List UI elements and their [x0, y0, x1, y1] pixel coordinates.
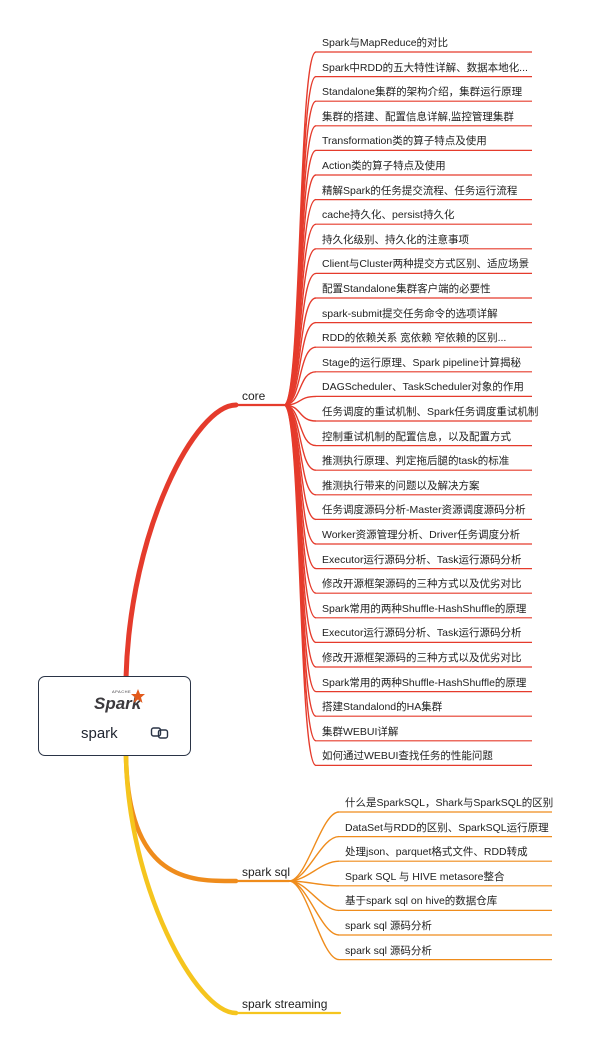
leaf-node[interactable]: 处理json、parquet格式文件、RDD转成: [345, 846, 528, 859]
leaf-node[interactable]: 集群的搭建、配置信息详解,监控管理集群: [322, 110, 514, 123]
leaf-node[interactable]: 什么是SparkSQL，Shark与SparkSQL的区别: [345, 797, 554, 809]
leaf-node[interactable]: Stage的运行原理、Spark pipeline计算揭秘: [322, 356, 521, 369]
leaf-node[interactable]: spark sql 源码分析: [345, 920, 432, 932]
root-node-card[interactable]: APACHE Spark spark: [38, 676, 191, 756]
leaf-connector: [283, 404, 317, 767]
leaf-node[interactable]: DAGScheduler、TaskScheduler对象的作用: [322, 381, 524, 394]
spark-logo: APACHE Spark: [90, 685, 150, 715]
leaf-connector: [283, 272, 317, 406]
branch-label-2[interactable]: spark streaming: [242, 997, 328, 1011]
spark-logo-text: Spark: [94, 694, 143, 713]
leaf-node[interactable]: cache持久化、persist持久化: [322, 209, 455, 222]
leaf-node[interactable]: Spark常用的两种Shuffle-HashShuffle的原理: [322, 602, 527, 615]
leaf-connector: [283, 321, 317, 406]
leaf-node[interactable]: Transformation类的算子特点及使用: [322, 135, 487, 148]
leaf-node[interactable]: 修改开源框架源码的三种方式以及优劣对比: [322, 578, 522, 591]
leaf-node[interactable]: RDD的依赖关系 宽依赖 窄依赖的区别...: [322, 332, 507, 345]
leaf-node[interactable]: Action类的算子特点及使用: [322, 160, 446, 172]
spark-star-logo: [131, 689, 145, 703]
leaf-node[interactable]: 控制重试机制的配置信息，以及配置方式: [322, 430, 511, 443]
leaf-node[interactable]: spark sql 源码分析: [345, 944, 432, 957]
root-to-branch-connector-2: [123, 753, 239, 1016]
leaf-node[interactable]: Spark常用的两种Shuffle-HashShuffle的原理: [322, 676, 527, 689]
leaf-node[interactable]: 修改开源框架源码的三种方式以及优劣对比: [322, 652, 522, 664]
leaf-node[interactable]: Standalone集群的架构介绍，集群运行原理: [322, 86, 523, 99]
branch-label-0[interactable]: core: [242, 389, 266, 403]
leaf-connector: [288, 880, 340, 961]
branch-label-1[interactable]: spark sql: [242, 865, 291, 879]
leaf-connector: [283, 174, 317, 406]
leaf-node[interactable]: Spark SQL 与 HIVE metasore整合: [345, 870, 505, 883]
leaf-node[interactable]: 精解Spark的任务提交流程、任务运行流程: [322, 184, 518, 197]
leaf-node[interactable]: 持久化级别、持久化的注意事项: [322, 233, 469, 246]
leaf-node[interactable]: Executor运行源码分析、Task运行源码分析: [322, 627, 522, 640]
leaf-connector: [288, 811, 340, 882]
leaf-connector: [288, 835, 340, 882]
leaf-node[interactable]: 基于spark sql on hive的数据仓库: [345, 895, 498, 908]
spark-logo-small-text: APACHE: [112, 689, 131, 694]
leaf-node[interactable]: 任务调度源码分析-Master资源调度源码分析: [322, 504, 526, 517]
root-title: spark: [81, 725, 118, 742]
leaf-node[interactable]: DataSet与RDD的区别、SparkSQL运行原理: [345, 821, 549, 834]
link-icon[interactable]: [150, 726, 170, 740]
leaf-node[interactable]: 如何通过WEBUI查找任务的性能问题: [322, 750, 493, 763]
leaf-node[interactable]: Worker资源管理分析、Driver任务调度分析: [322, 529, 521, 541]
leaf-node[interactable]: 推测执行带来的问题以及解决方案: [322, 479, 480, 492]
leaf-node[interactable]: 任务调度的重试机制、Spark任务调度重试机制: [322, 406, 539, 418]
leaf-node[interactable]: 搭建Standalond的HA集群: [322, 701, 443, 714]
leaf-node[interactable]: 配置Standalone集群客户端的必要性: [322, 283, 491, 295]
leaf-node[interactable]: Spark中RDD的五大特性详解、数据本地化...: [322, 61, 528, 74]
leaf-connector: [283, 297, 317, 406]
leaf-node[interactable]: Spark与MapReduce的对比: [322, 37, 449, 49]
leaf-node[interactable]: spark-submit提交任务命令的选项详解: [322, 307, 498, 320]
leaf-node[interactable]: 集群WEBUI详解: [322, 725, 399, 738]
root-to-branch-connector-0: [123, 402, 239, 681]
leaf-node[interactable]: 推测执行原理、判定拖后腿的task的标准: [322, 455, 510, 468]
leaf-node[interactable]: Executor运行源码分析、Task运行源码分析: [322, 553, 522, 566]
leaf-node[interactable]: Client与Cluster两种提交方式区别、适应场景: [322, 258, 530, 271]
